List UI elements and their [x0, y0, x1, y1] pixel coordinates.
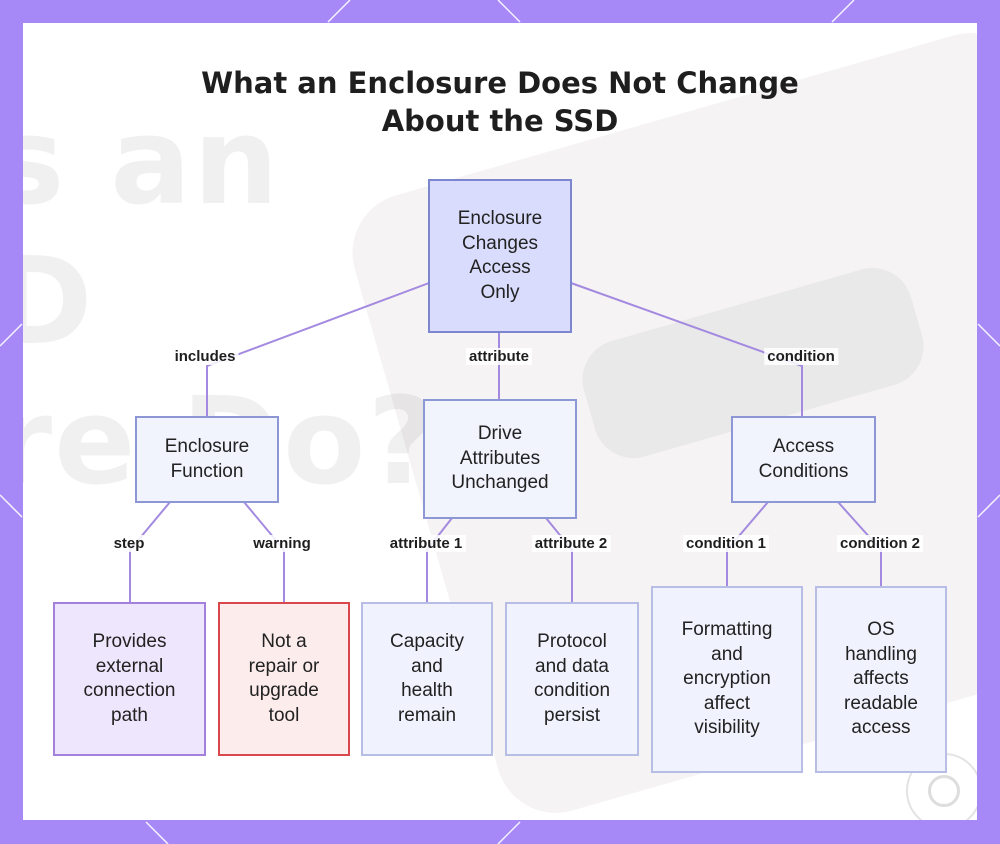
edge-label-warning: warning — [250, 535, 314, 552]
edge-label-condition: condition — [764, 348, 838, 365]
edge-label-condition-1: condition 1 — [683, 535, 769, 552]
edge-label-includes: includes — [171, 348, 239, 365]
edge-label-attribute: attribute — [466, 348, 532, 365]
edge-condition — [570, 282, 803, 416]
edge-label-step: step — [110, 535, 148, 552]
edge-step — [129, 501, 171, 603]
edge-attribute2 — [545, 517, 573, 603]
edge-label-condition-2: condition 2 — [837, 535, 923, 552]
edge-label-attribute-1: attribute 1 — [386, 535, 466, 552]
diagram-title: What an Enclosure Does Not Change About … — [0, 64, 1000, 140]
edge-attribute1 — [426, 517, 453, 603]
edge-label-attribute-2: attribute 2 — [531, 535, 611, 552]
edge-warning — [243, 501, 285, 603]
title-line-2: About the SSD — [381, 104, 619, 138]
edge-includes — [206, 282, 430, 416]
title-line-1: What an Enclosure Does Not Change — [201, 66, 799, 100]
